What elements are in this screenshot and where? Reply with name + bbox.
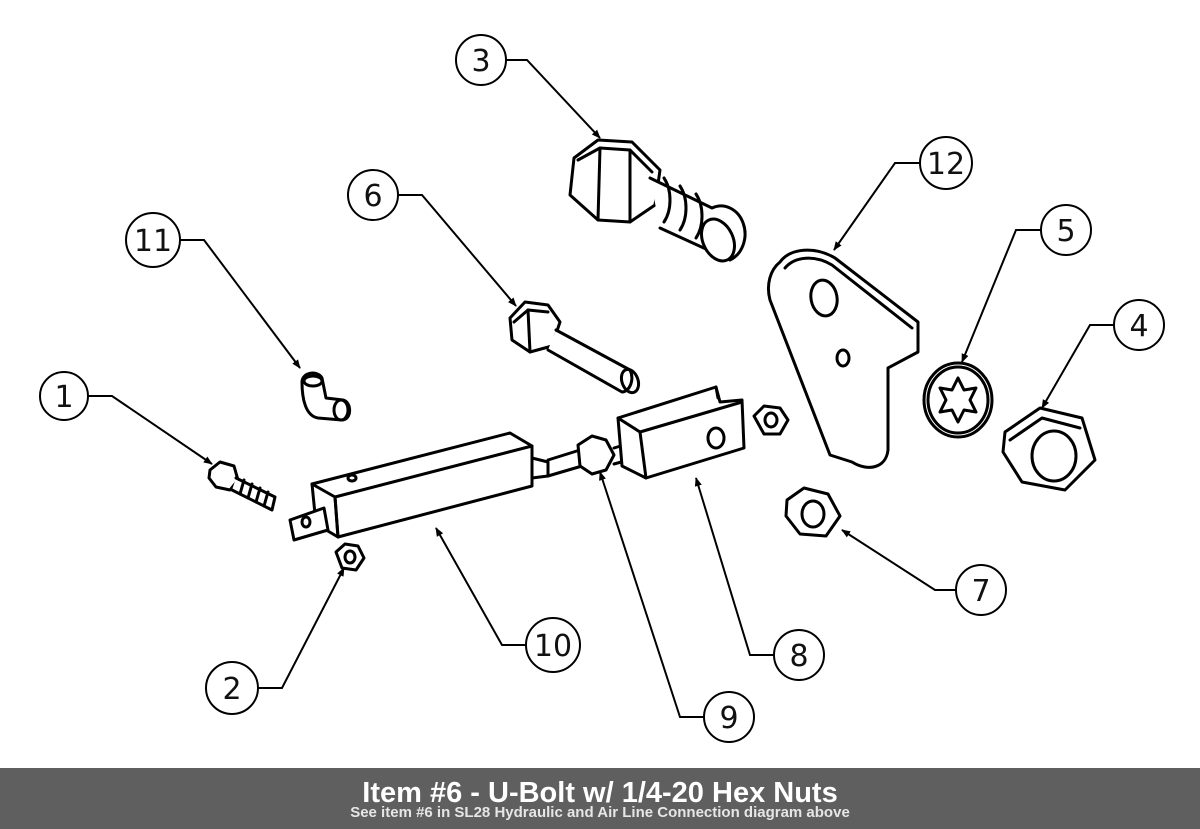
- leader-5: [961, 229, 1042, 363]
- leader-6: [398, 194, 517, 307]
- caption-title: Item #6 - U-Bolt w/ 1/4-20 Hex Nuts: [362, 777, 838, 809]
- callout-11: 11: [125, 212, 181, 268]
- leader-4: [1041, 324, 1114, 409]
- svg-text:3: 3: [471, 44, 490, 79]
- part-11-elbow-fitting: [300, 371, 352, 422]
- callout-10: 10: [525, 617, 581, 673]
- callout-3: 3: [455, 34, 507, 86]
- part-6-hex-bolt: [508, 300, 641, 395]
- svg-text:8: 8: [789, 639, 808, 674]
- leader-2: [258, 567, 345, 689]
- part-1-screw: [207, 460, 277, 512]
- callout-6: 6: [347, 169, 399, 221]
- part-8-clevis: [616, 385, 746, 480]
- callout-4: 4: [1113, 299, 1165, 351]
- leader-9: [599, 471, 704, 718]
- caption-bar: Item #6 - U-Bolt w/ 1/4-20 Hex Nuts See …: [0, 768, 1200, 829]
- callout-8: 8: [773, 629, 825, 681]
- svg-text:5: 5: [1056, 214, 1075, 249]
- svg-text:12: 12: [927, 147, 965, 182]
- callout-5: 5: [1040, 204, 1092, 256]
- part-4-hex-nut: [1001, 406, 1097, 492]
- part-5-lock-washer: [922, 361, 994, 439]
- leader-12: [833, 162, 920, 251]
- part-12-bracket-plate: [766, 248, 920, 469]
- part-7-hex-nut: [784, 486, 842, 538]
- callout-2: 2: [205, 661, 259, 715]
- svg-text:11: 11: [134, 224, 172, 259]
- callout-12: 12: [919, 136, 973, 190]
- exploded-parts-diagram: 1 2 3 4 5 6 7 8 9 10 11 12: [39, 34, 1165, 743]
- leader-8: [694, 477, 774, 656]
- part-10-cylinder-body: [288, 431, 550, 542]
- leader-7: [841, 529, 957, 591]
- part-3-hex-bolt: [568, 138, 747, 263]
- leader-10: [435, 527, 526, 646]
- svg-text:9: 9: [719, 701, 738, 736]
- svg-text:2: 2: [222, 672, 241, 707]
- svg-text:10: 10: [534, 629, 572, 664]
- callout-9: 9: [703, 691, 755, 743]
- leader-1: [88, 395, 213, 465]
- leader-3: [505, 59, 601, 139]
- svg-text:1: 1: [54, 380, 73, 415]
- svg-text:4: 4: [1129, 309, 1148, 344]
- svg-text:6: 6: [363, 179, 382, 214]
- callout-1: 1: [39, 371, 89, 421]
- small-hex-nut-near-clevis: [752, 404, 790, 436]
- caption-subtitle: See item #6 in SL28 Hydraulic and Air Li…: [350, 804, 850, 821]
- part-2-small-nut: [334, 542, 366, 572]
- leader-11: [180, 239, 301, 369]
- svg-text:7: 7: [971, 574, 990, 609]
- leader-lines: [88, 59, 1114, 718]
- callout-7: 7: [955, 564, 1007, 616]
